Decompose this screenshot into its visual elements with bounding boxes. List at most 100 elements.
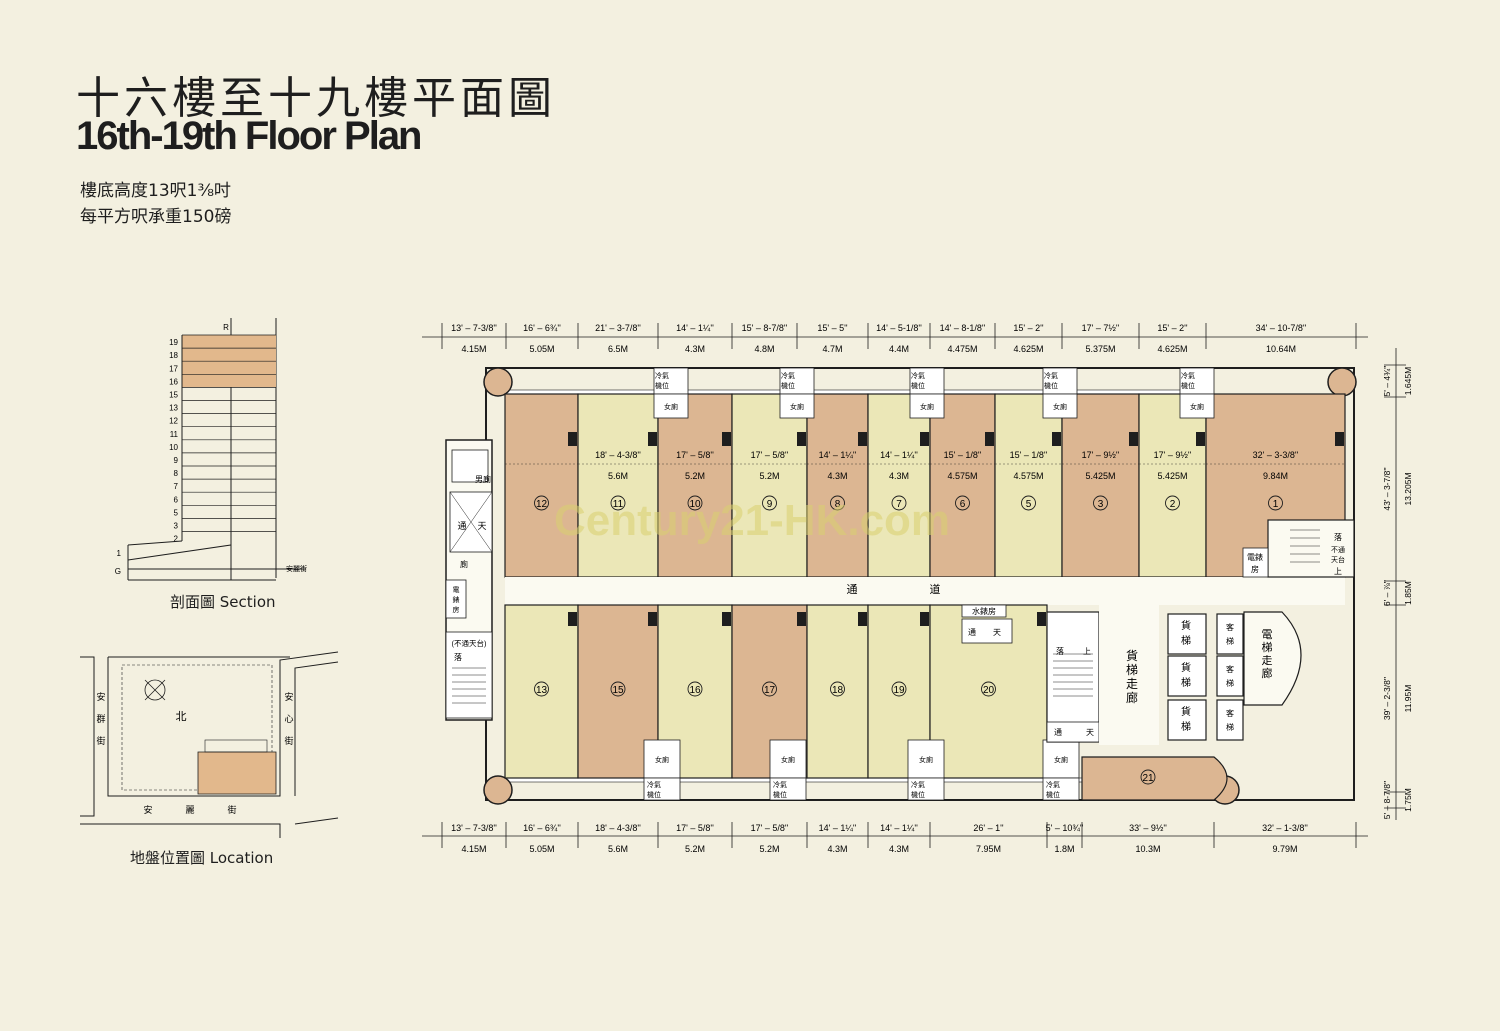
ac-label: 機位 [655, 381, 669, 390]
ac-label: 冷氣 [1044, 371, 1058, 380]
lift-lobby-label: 走 [1262, 654, 1273, 667]
dim-bottom-feet: 14' – 1¼'' [880, 823, 918, 833]
street-label-east: 街 [284, 735, 293, 746]
ac-plant-box [1042, 777, 1080, 801]
elec-meter-label: 電錶 [1247, 552, 1263, 562]
dim-right-feet: 5' – 8-7/8'' [1382, 780, 1392, 819]
section-caption: 剖面圖 Section [170, 593, 276, 611]
dim-top-feet: 34' – 10-7/8'' [1256, 323, 1307, 333]
lift-lobby [1243, 611, 1302, 706]
corridor-label: 道 [930, 582, 941, 596]
ac-label: 機位 [911, 381, 925, 390]
ac-plant-box [1042, 367, 1078, 395]
mens-washroom [451, 449, 489, 483]
passenger-lift-car [1216, 613, 1244, 655]
unit-number: 3 [1098, 499, 1104, 510]
street-label-south: 安 [143, 804, 152, 815]
freight-lift-car [1167, 613, 1207, 655]
west-elec-meter-room [445, 579, 467, 619]
ac-label: 冷氣 [781, 371, 795, 380]
central-light-well [961, 618, 1013, 644]
section-floor-label: R [223, 323, 229, 332]
unit-feet-label: 15' – 1/8'' [1010, 450, 1048, 460]
structural-column [648, 612, 657, 626]
unit-number-badge [1140, 769, 1156, 785]
unit-number-badge [891, 495, 907, 511]
down-label: 落 [1056, 646, 1064, 656]
structural-column [797, 612, 806, 626]
washroom-box [909, 393, 945, 419]
elec-meter-label: 電 [453, 586, 460, 594]
washroom-box [769, 739, 807, 779]
lift-lobby-label: 廊 [1262, 666, 1273, 680]
unit-5 [994, 393, 1063, 578]
ac-label: 冷氣 [773, 780, 787, 789]
passenger-lift-label: 梯 [1226, 636, 1234, 646]
unit-number-badge [830, 495, 845, 511]
unit-7 [867, 393, 931, 578]
section-floor-label: 15 [169, 391, 178, 400]
light-well-label: 通 [968, 627, 976, 637]
structural-column [985, 432, 994, 446]
stair-note-label: 不通 [1331, 545, 1345, 554]
street-label-east: 安 [284, 691, 293, 702]
map-road-edge [107, 651, 339, 797]
dim-top-metric: 4.625M [1157, 344, 1187, 354]
passenger-lift-label: 客 [1226, 664, 1234, 674]
ac-label: 機位 [1181, 381, 1195, 390]
water-meter-room [961, 604, 1007, 618]
dim-top-feet: 14' – 1¼'' [676, 323, 714, 333]
unit-number: 8 [835, 499, 841, 510]
dim-right-feet: 5' – 4¾'' [1382, 365, 1392, 396]
unit-number-badge [955, 495, 970, 511]
section-floor-label: 1 [117, 549, 122, 558]
ac-plant-box [653, 367, 689, 395]
dim-bottom-metric: 9.79M [1272, 844, 1297, 854]
freight-lobby-label: 廊 [1126, 690, 1138, 705]
section-floor-label: 3 [174, 522, 179, 531]
dim-right-metric: 1.85M [1403, 581, 1413, 605]
unit-number: 5 [1026, 499, 1032, 510]
dim-bottom-metric: 5.05M [529, 844, 554, 854]
light-well-label: 天 [993, 628, 1001, 637]
freight-lift-label: 梯 [1181, 676, 1191, 689]
unit-3 [1061, 393, 1140, 578]
unit-feet-label: 17' – 5/8'' [676, 450, 714, 460]
dim-right-feet: 43' – 3-7/8'' [1382, 467, 1392, 511]
unit-metric-label: 5.425M [1085, 471, 1115, 481]
dim-right-metric: 1.645M [1403, 367, 1413, 395]
unit-feet-label: 14' – 1¼'' [880, 450, 918, 460]
dim-bottom-metric: 7.95M [976, 844, 1001, 854]
section-floor-highlight [182, 335, 276, 349]
dim-top-feet: 16' – 6¾'' [523, 323, 561, 333]
dim-bottom-feet: 17' – 5/8'' [751, 823, 789, 833]
north-label: 北 [176, 710, 187, 723]
dim-right-feet: 6' – ⅞'' [1382, 580, 1392, 607]
location-map: 北安群街安心街安麗街 [80, 651, 339, 838]
corner-bay [483, 775, 513, 805]
unit-metric-label: 9.84M [1263, 471, 1288, 481]
dim-bottom-feet: 13' – 7-3/8'' [451, 823, 497, 833]
unit-number-badge [687, 495, 703, 511]
dim-top-metric: 4.3M [685, 344, 705, 354]
womens-wc-label: 女廁 [1053, 402, 1067, 411]
down-label: 落 [454, 652, 462, 662]
unit-number: 20 [983, 685, 995, 696]
unit-8 [806, 393, 869, 578]
dim-bottom-feet: 32' – 1-3/8'' [1262, 823, 1308, 833]
ne-stair [1267, 519, 1355, 578]
ac-label: 機位 [911, 790, 925, 799]
dim-top-metric: 5.05M [529, 344, 554, 354]
washroom-box [779, 393, 815, 419]
title-chinese: 十六樓至十九樓平面圖 [76, 73, 556, 124]
section-floor-label: 11 [170, 430, 179, 439]
up-label: 上 [1334, 567, 1342, 576]
freight-lift-lobby [1099, 605, 1159, 745]
washroom-box [643, 739, 681, 779]
section-street-label: 安麗街 [286, 564, 307, 573]
unit-number: 1 [1273, 499, 1279, 510]
corridor-label: 通 [847, 583, 858, 596]
dim-top-metric: 4.7M [822, 344, 842, 354]
